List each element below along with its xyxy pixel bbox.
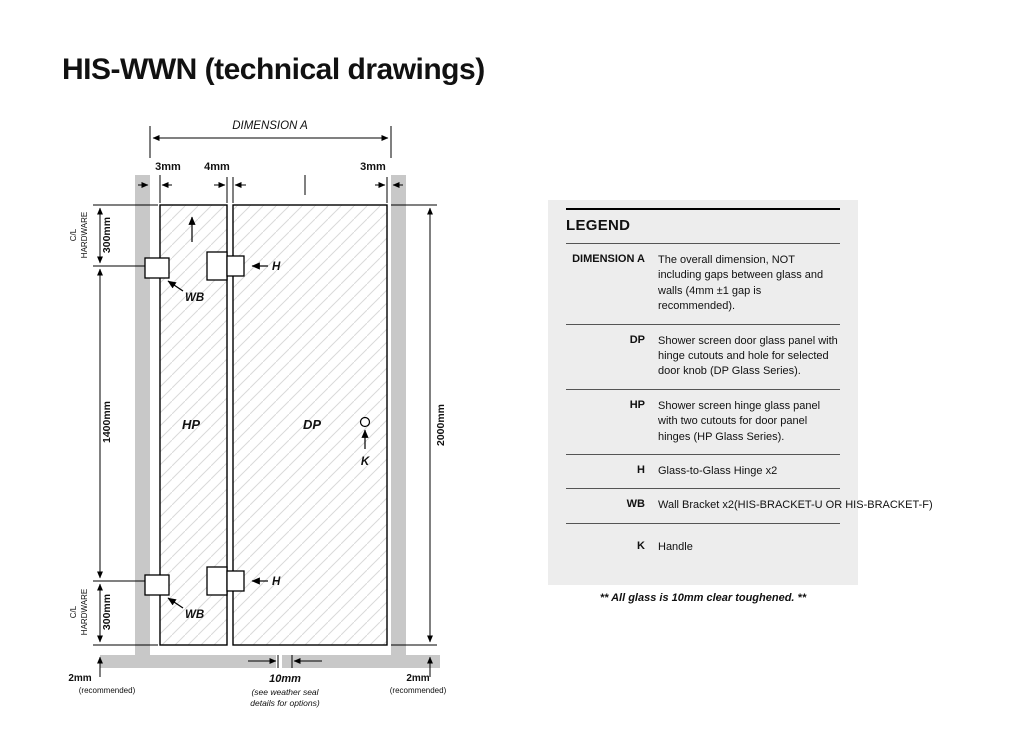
wall-bracket-top — [144, 257, 170, 279]
recommended-left-label: (recommended) — [79, 686, 136, 695]
hardware-top-label: HARDWARE — [80, 212, 89, 258]
hardware-bottom-label: HARDWARE — [80, 589, 89, 635]
legend-row-hp: HP Shower screen hinge glass panel with … — [566, 388, 840, 454]
wall-bracket-bottom-label: WB — [185, 609, 204, 621]
wall-bracket-bottom — [144, 574, 170, 596]
hinge-bottom — [206, 566, 245, 596]
dim-300mm-bottom-label: 300mm — [101, 594, 113, 630]
right-wall — [391, 175, 406, 655]
weather-note-line1: (see weather seal — [251, 687, 319, 697]
legend-description: Shower screen door glass panel with hing… — [658, 334, 838, 378]
legend-term: DIMENSION A — [572, 253, 645, 265]
callout-arrows — [167, 216, 369, 609]
gap-3mm-left-label: 3mm — [155, 161, 181, 173]
legend-description: Wall Bracket x2(HIS-BRACKET-U OR HIS-BRA… — [658, 499, 933, 512]
handle-knob — [359, 416, 371, 428]
dim-300mm-top-label: 300mm — [101, 217, 113, 253]
hinge-top — [206, 251, 245, 281]
legend-row-dp: DP Shower screen door glass panel with h… — [566, 323, 840, 389]
left-wall — [135, 175, 150, 655]
dp-panel-label: DP — [303, 417, 321, 432]
legend-row-k: K Handle — [566, 522, 840, 573]
dim-2000mm-label: 2000mm — [435, 404, 447, 446]
top-gap-dim-lines — [138, 175, 403, 203]
legend-heading: LEGEND — [566, 217, 631, 234]
recommended-right-label: (recommended) — [390, 686, 447, 695]
glass-footnote: ** All glass is 10mm clear toughened. ** — [599, 592, 807, 604]
legend-term: K — [637, 539, 645, 552]
wall-bracket-top-label: WB — [185, 292, 204, 304]
hinge-top-label: H — [272, 261, 281, 273]
legend-panel: LEGEND DIMENSION A The overall dimension… — [548, 200, 933, 585]
gap-4mm-label: 4mm — [204, 161, 230, 173]
legend-content: LEGEND DIMENSION A The overall dimension… — [566, 208, 933, 573]
legend-row-wb: WB Wall Bracket x2(HIS-BRACKET-U OR HIS-… — [566, 488, 933, 522]
gap-3mm-right-label: 3mm — [360, 161, 386, 173]
legend-term: H — [637, 463, 645, 476]
legend-term: WB — [626, 498, 645, 511]
page-title: HIS-WWN (technical drawings) — [62, 53, 485, 86]
dim-1400mm-label: 1400mm — [101, 401, 113, 443]
hinge-bottom-label: H — [272, 576, 281, 588]
dimension-a-lines — [149, 126, 392, 158]
legend-term: DP — [629, 333, 645, 346]
legend-term: HP — [629, 398, 645, 411]
legend-description: Glass-to-Glass Hinge x2 — [658, 464, 778, 477]
cl-bottom-label: C/L — [69, 605, 78, 618]
weather-note-line2: details for options) — [250, 698, 320, 708]
legend-row-h: H Glass-to-Glass Hinge x2 — [566, 453, 840, 488]
right-dim-lines — [391, 204, 437, 677]
gap-10mm-label: 10mm — [269, 673, 301, 685]
legend-description: The overall dimension, NOT including gap… — [658, 254, 824, 313]
gap-2mm-left-label: 2mm — [68, 673, 91, 684]
bottom-gap-dim-lines — [248, 655, 322, 668]
handle-label: K — [361, 456, 370, 468]
gap-2mm-right-label: 2mm — [406, 673, 429, 684]
legend-description: Handle — [658, 540, 693, 553]
legend-description: Shower screen hinge glass panel with two… — [658, 399, 821, 443]
legend-row-dimension-a: DIMENSION A The overall dimension, NOT i… — [566, 243, 840, 324]
hp-panel-label: HP — [182, 417, 200, 432]
dimension-a-label: DIMENSION A — [232, 120, 308, 132]
cl-top-label: C/L — [69, 228, 78, 241]
technical-drawing: DIMENSION A 3mm 4mm 3mm 300mm C/L HARDWA… — [68, 120, 447, 708]
